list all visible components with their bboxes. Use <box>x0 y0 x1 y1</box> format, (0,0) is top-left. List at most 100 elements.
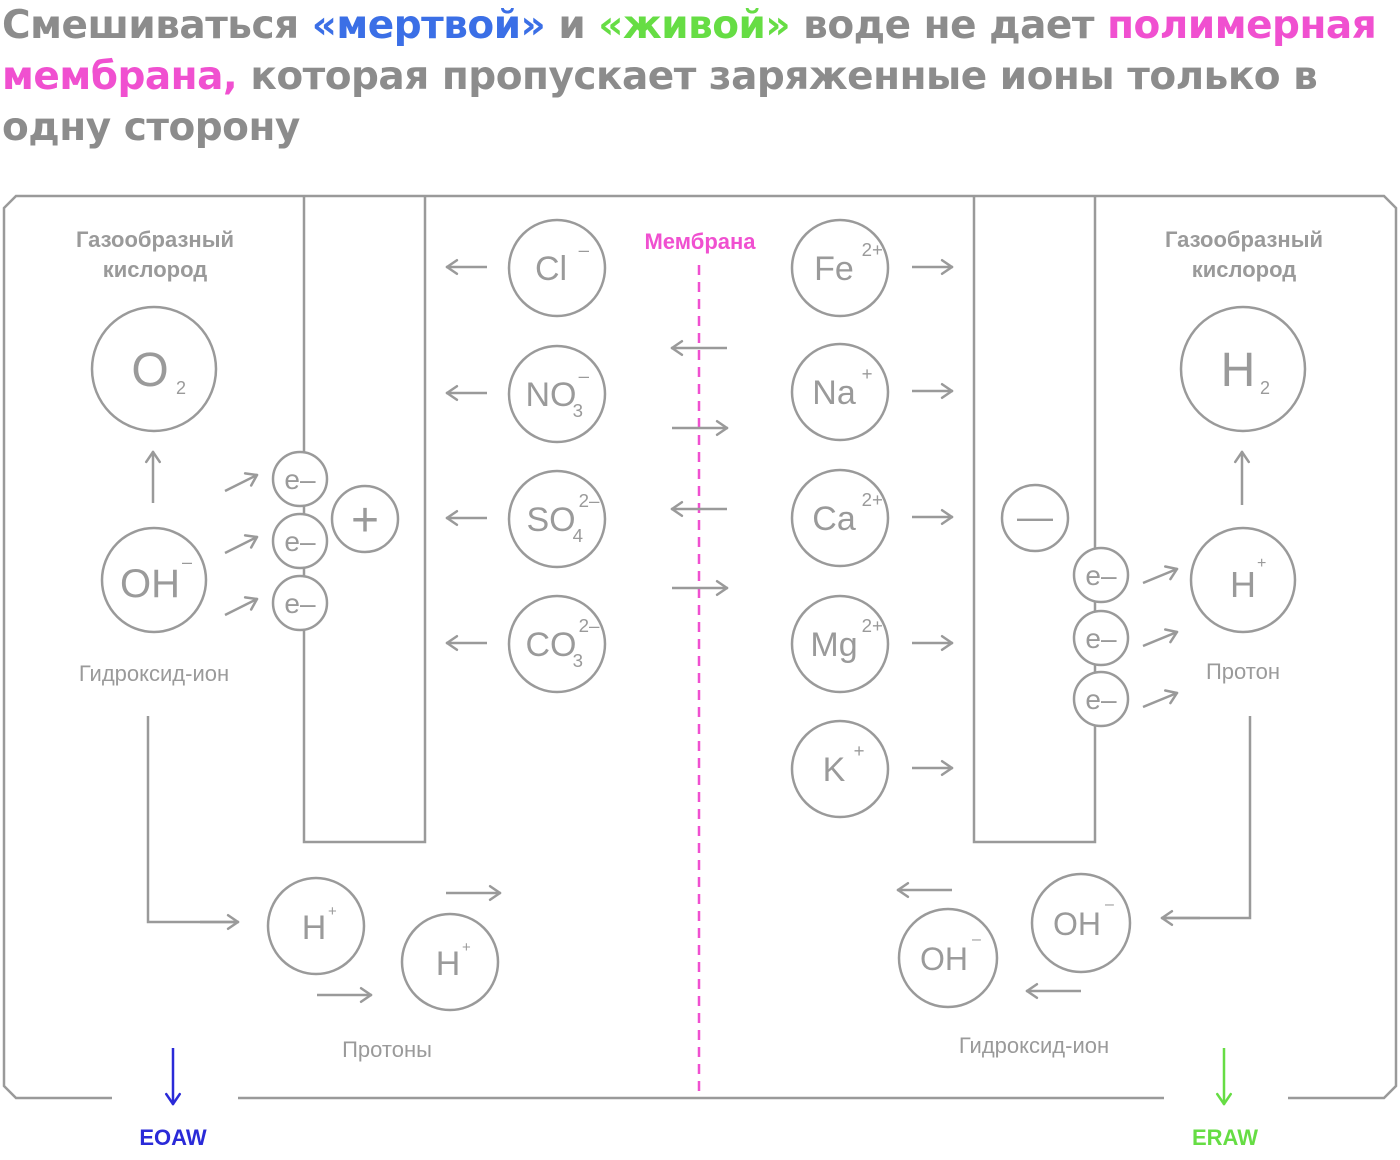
anion-1-charge: – <box>579 365 590 386</box>
cation-2-charge: 2+ <box>862 489 883 510</box>
o2-index: 2 <box>176 378 186 398</box>
headline-part: полимерная мембрана, <box>2 3 1377 99</box>
electron-right-label: e– <box>1085 623 1117 654</box>
anion-3-symbol: CO <box>526 626 577 664</box>
cation-4-charge: + <box>854 740 865 761</box>
path-to-hydroxide <box>1162 716 1252 920</box>
cation-arrow-right <box>912 382 954 400</box>
plus-sign: + <box>351 494 379 547</box>
membrane-arrow-left-2 <box>670 500 727 518</box>
anion-arrow-left <box>445 509 487 527</box>
eoaw-label: EOAW <box>139 1125 206 1150</box>
membrane-arrow-right-1 <box>672 419 729 437</box>
hydroxide-bottom-symbol: OH <box>1053 906 1101 942</box>
o2-molecule <box>90 305 218 433</box>
cation-arrow-right <box>912 634 954 652</box>
hydroxide-bottom-symbol: OH <box>920 941 968 977</box>
cation-2-symbol: Ca <box>812 500 856 538</box>
proton-arrow-top <box>446 884 502 902</box>
cation-3 <box>790 594 890 694</box>
electron-left-label: e– <box>284 464 316 495</box>
eoaw-arrow <box>164 1048 182 1106</box>
cathode-electrode <box>972 196 1097 844</box>
proton-bottom-1 <box>400 912 500 1012</box>
headline-part: Смешиваться <box>2 3 312 48</box>
arrow-up-right <box>1233 450 1251 505</box>
headline-part: «мертвой» <box>311 3 546 48</box>
electron-left-label: e– <box>284 526 316 557</box>
minus-terminal <box>1000 483 1070 553</box>
oh-symbol: OH <box>120 562 180 606</box>
headline-part: которая пропускает заряженные ионы тольк… <box>2 54 1318 150</box>
hydroxide-arrow-top <box>896 881 952 899</box>
proton-bottom-symbol: H <box>436 945 461 983</box>
right-gas-label: кислород <box>1192 257 1296 282</box>
cation-4-symbol: K <box>823 751 846 789</box>
h2-symbol: H <box>1221 344 1256 397</box>
cation-0 <box>790 218 890 318</box>
electron-left-label: e– <box>284 588 316 619</box>
membrane-arrow-left-1 <box>670 339 727 357</box>
cation-2 <box>790 468 890 568</box>
oh-charge: – <box>182 552 192 572</box>
anion-3-charge: 2– <box>579 615 600 636</box>
anion-1 <box>507 344 607 444</box>
hydroxide-label-left: Гидроксид-ион <box>79 661 229 686</box>
anion-3-index: 3 <box>573 650 583 671</box>
arrow-to-proton-right <box>1142 628 1179 648</box>
hydroxide-bottom-charge: – <box>1105 896 1114 913</box>
electron-right <box>1072 546 1130 604</box>
anion-2-symbol: SO <box>526 501 575 539</box>
headline-part: воде не дает <box>790 3 1108 48</box>
anion-0-symbol: Cl <box>535 250 567 288</box>
cation-arrow-right <box>912 759 954 777</box>
electron-right <box>1072 609 1130 667</box>
anion-arrow-left <box>445 634 487 652</box>
proton-charge: + <box>1257 555 1266 572</box>
anion-arrow-left <box>445 258 487 276</box>
hydroxide-arrow-bottom <box>1025 982 1081 1000</box>
proton-bottom-0 <box>266 876 366 976</box>
anion-arrow-left <box>445 384 487 402</box>
cation-1-charge: + <box>862 363 873 384</box>
oh-ion-left <box>100 526 208 634</box>
h2-molecule <box>1179 305 1307 433</box>
electron-left <box>271 574 329 632</box>
anion-0 <box>507 218 607 318</box>
hydroxide-bottom-charge: – <box>972 931 981 948</box>
proton-symbol: H <box>1230 564 1256 605</box>
electron-left <box>271 512 329 570</box>
proton-label-right: Протон <box>1206 659 1280 684</box>
anion-2-charge: 2– <box>579 490 600 511</box>
plus-terminal <box>330 484 400 554</box>
proton-arrow-bottom <box>317 986 373 1004</box>
headline-part: и <box>545 3 599 48</box>
cation-3-symbol: Mg <box>810 626 857 664</box>
arrow-to-electron-left <box>224 472 259 493</box>
cation-arrow-right <box>912 508 954 526</box>
membrane-label: Мембрана <box>644 229 756 254</box>
arrow-to-proton-right <box>1142 565 1179 585</box>
cation-0-charge: 2+ <box>862 239 883 260</box>
right-gas-label: Газообразный <box>1165 227 1323 252</box>
arrow-to-proton-right <box>1142 689 1179 709</box>
cation-0-symbol: Fe <box>814 250 854 288</box>
proton-bottom-charge: + <box>328 903 337 920</box>
minus-sign: — <box>1017 496 1053 537</box>
arrow-to-electron-left <box>224 596 259 617</box>
hydroxide-bottom-0 <box>1030 872 1132 974</box>
cation-3-charge: 2+ <box>862 615 883 636</box>
anion-2-index: 4 <box>573 525 583 546</box>
membrane-arrow-right-2 <box>672 579 729 597</box>
arrow-to-hydroxide <box>1160 909 1200 927</box>
cation-arrow-right <box>912 258 954 276</box>
anion-2 <box>507 469 607 569</box>
arrow-to-electron-left <box>224 534 259 555</box>
arrow-up-left <box>144 450 162 503</box>
cation-1-symbol: Na <box>812 374 856 412</box>
h2-index: 2 <box>1260 378 1270 398</box>
electron-right <box>1072 670 1130 728</box>
electron-left <box>271 450 329 508</box>
headline: Смешиваться «мертвой» и «живой» воде не … <box>2 0 1392 153</box>
